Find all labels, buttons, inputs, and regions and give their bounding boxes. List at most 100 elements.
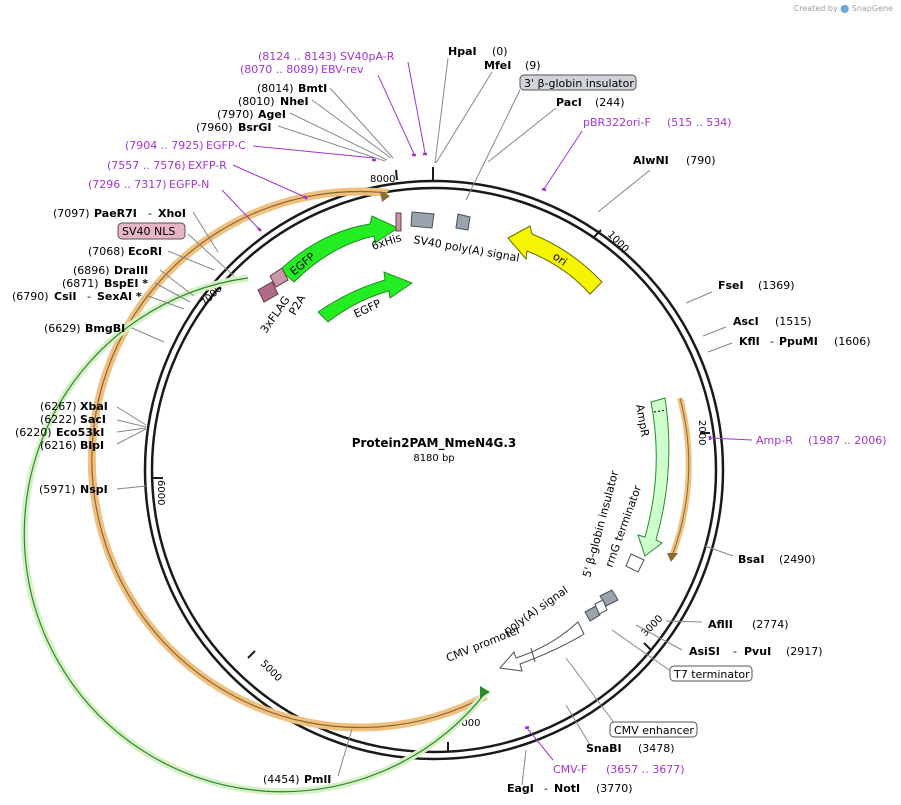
site-extra-sexai: SexAI *	[97, 290, 142, 303]
leader-globin3	[465, 89, 521, 201]
primer-range-cmv-f: (3657 .. 3677)	[606, 763, 685, 776]
orange-arc-arrowhead	[380, 191, 390, 202]
site-name-agei: AgeI	[258, 108, 286, 121]
leader-csii	[147, 295, 185, 310]
snapgene-logo: ⬤	[840, 4, 850, 13]
site-name-asci: AscI	[733, 315, 759, 328]
leader-exfp-r	[232, 164, 306, 198]
site-pos-kfli: (1606)	[834, 335, 871, 348]
site-name-mfei: MfeI	[484, 59, 511, 72]
site-extra-ppumi: PpuMI	[779, 335, 818, 348]
green-feature-arc-edge	[23, 277, 487, 793]
site-pos-nhei: (8010)	[238, 95, 275, 108]
site-sep-csii: -	[87, 290, 91, 303]
right-sites: HpaI (0) MfeI (9) PacI (244) AlwNI (790)…	[448, 45, 871, 795]
ampr-arrow	[637, 397, 670, 557]
primer-name-egfp-c: EGFP-C	[206, 139, 246, 152]
leader-asisi	[635, 624, 683, 651]
site-name-kfli: KflI	[739, 335, 760, 348]
leader-nhei	[311, 99, 392, 159]
leader-paci	[487, 107, 557, 163]
primer-leaders	[221, 61, 753, 761]
credit-brand: SnapGene	[851, 4, 893, 13]
leader-paer7i	[192, 211, 219, 253]
tick-3000	[643, 642, 652, 651]
primer-name-egfp-n: EGFP-N	[169, 178, 209, 191]
leader-kfli	[707, 342, 733, 353]
site-pos-paci: (244)	[595, 96, 625, 109]
primer-name-cmv-f: CMV-F	[553, 763, 587, 776]
site-pos-eagi: (3770)	[596, 782, 633, 795]
ampr-orange-arrowhead	[667, 553, 678, 562]
leader-saci	[116, 419, 147, 428]
site-name-aflii: AflII	[708, 618, 733, 631]
site-name-ecori: EcoRI	[128, 245, 162, 258]
p2a-glyph	[269, 267, 289, 288]
primer-marker-pbr322ori-f	[541, 187, 547, 192]
snapgene-credit: Created by ⬤ SnapGene	[794, 4, 893, 13]
egfp-arrow-2	[317, 271, 414, 323]
sv40pa-glyph-1	[410, 211, 435, 229]
leader-fsei	[685, 291, 713, 304]
primer-name-ebv-rev: EBV-rev	[321, 63, 364, 76]
leader-amp-r	[709, 437, 753, 441]
site-pos-aflii: (2774)	[752, 618, 789, 631]
boxed-labels: 3' β-globin insulator SV40 NLS T7 termin…	[117, 74, 753, 738]
leader-pbr322ori-f	[543, 130, 583, 190]
site-pos-asci: (1515)	[775, 315, 812, 328]
site-pos-bsrgi: (7960)	[196, 121, 233, 134]
leader-asci	[702, 326, 727, 337]
leader-bmgbi	[131, 327, 165, 343]
sv40pa-glyph-2	[455, 213, 471, 231]
globin3-box	[519, 74, 637, 91]
site-pos-blpi: (6216)	[40, 439, 77, 452]
globin3-label: 3' β-globin insulator	[524, 77, 634, 90]
site-name-pmli: PmlI	[304, 773, 331, 786]
primer-range-amp-r: (1987 .. 2006)	[808, 434, 887, 447]
primer-range-ebv-rev: (8070 .. 8089)	[240, 63, 319, 76]
site-extra-noti: NotI	[554, 782, 580, 795]
site-name-bmti: BmtI	[298, 82, 327, 95]
leader-sv40pa-r	[407, 61, 426, 154]
tick-5000	[247, 650, 256, 659]
leader-bmti	[329, 87, 394, 159]
site-sep-asisi: -	[733, 645, 737, 658]
site-pos-fsei: (1369)	[758, 279, 795, 292]
primer-name-exfp-r: EXFP-R	[188, 159, 227, 172]
site-name-bsai: BsaI	[738, 553, 764, 566]
leader-xbai	[116, 406, 147, 426]
primer-range-sv40pa-r: (8124 .. 8143)	[258, 50, 337, 63]
site-name-hpai: HpaI	[448, 45, 477, 58]
site-pos-mfei: (9)	[525, 59, 541, 72]
cmv-promoter-divider	[530, 647, 536, 663]
ampr-orange-arc-edge	[671, 397, 690, 557]
primer-name-sv40pa-r: SV40pA-R	[340, 50, 395, 63]
tick-label-4000: 4000	[455, 718, 480, 729]
site-name-paci: PacI	[556, 96, 582, 109]
site-pos-bspei: (6871)	[62, 277, 99, 290]
tick-label-6000: 6000	[155, 480, 166, 505]
leader-eagi	[521, 749, 527, 786]
site-name-eco53ki: Eco53kI	[56, 426, 104, 439]
leader-lines	[116, 57, 734, 786]
site-name-csii: CsiI	[54, 290, 76, 303]
site-pos-eco53ki: (6220)	[15, 426, 52, 439]
leader-ebv-rev	[377, 74, 415, 155]
leader-t7term	[611, 629, 673, 673]
leader-pmli	[337, 728, 353, 777]
primer-range-egfp-n: (7296 .. 7317)	[88, 178, 167, 191]
leader-bsrgi	[277, 125, 386, 162]
sixhis-glyph	[395, 212, 402, 232]
primer-marker-cmv-f	[524, 725, 530, 730]
cmvenh-box	[609, 721, 698, 738]
site-name-fsei: FseI	[718, 279, 744, 292]
primer-range-exfp-r: (7557 .. 7576)	[107, 159, 186, 172]
site-extra-pvui: PvuI	[744, 645, 771, 658]
leader-egfp-c	[252, 145, 375, 159]
primer-labels: (8124 .. 8143) SV40pA-R (8070 .. 8089) E…	[88, 50, 887, 776]
site-pos-ecori: (7068)	[88, 245, 125, 258]
leader-ecori	[167, 250, 215, 271]
cmvenh-label: CMV enhancer	[614, 724, 694, 737]
plasmid-name: Protein2PAM_NmeN4G.3	[352, 436, 517, 451]
